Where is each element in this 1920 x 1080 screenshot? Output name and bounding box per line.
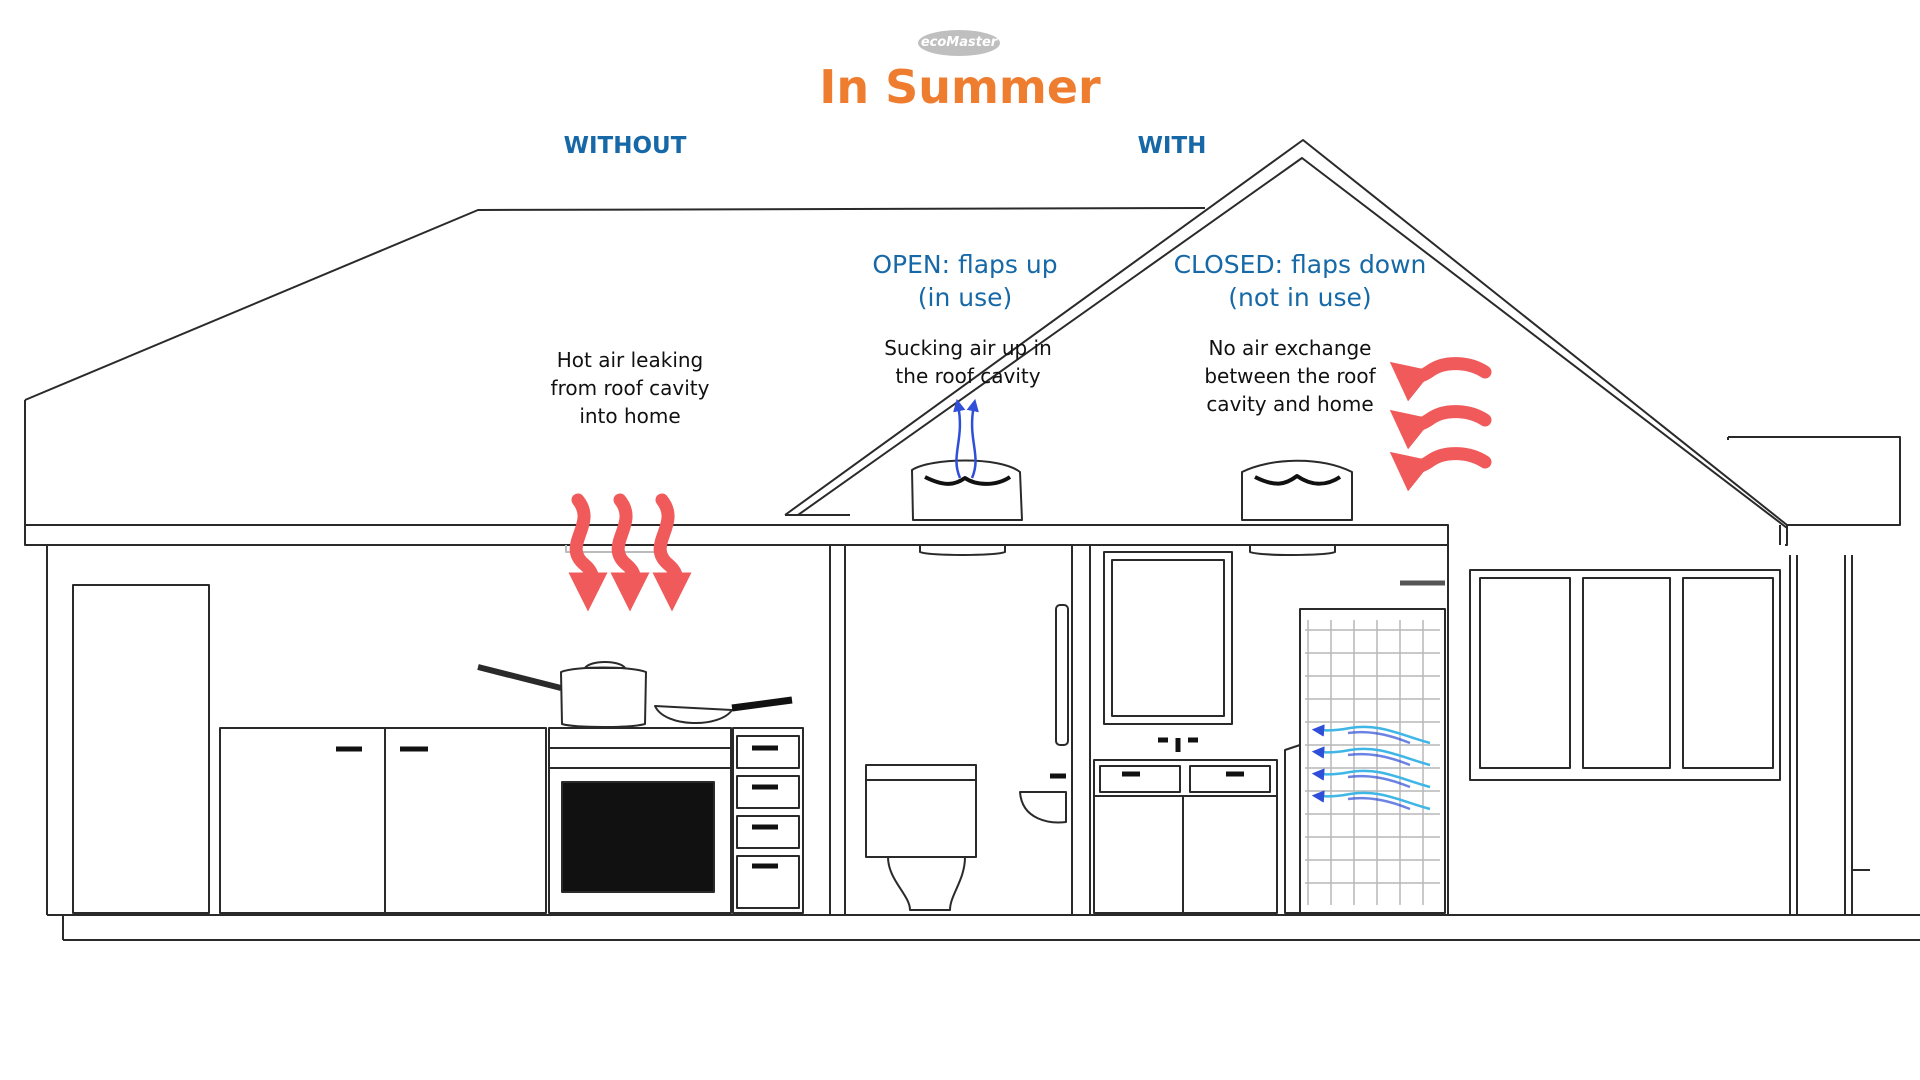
walls	[24, 524, 1920, 941]
oven	[548, 727, 732, 914]
header-with: WITH	[1137, 133, 1207, 159]
without-note-line3: into home	[579, 404, 681, 428]
towel-rail	[1055, 604, 1069, 746]
toilet-cistern	[865, 764, 977, 858]
drawers	[732, 727, 804, 914]
kitchen	[72, 584, 804, 914]
hot-air-arrows-down	[568, 493, 692, 612]
open-note: Sucking air up in the roof cavity	[858, 334, 1078, 390]
bathroom	[1093, 551, 1446, 914]
diagram-title: In Summer	[819, 60, 1101, 114]
frying-pan	[654, 705, 733, 725]
ecomaster-logo: ecoMaster	[918, 30, 1000, 56]
lower-cabinets	[219, 727, 547, 914]
mirror	[1103, 551, 1233, 725]
toilet-bowl	[887, 856, 966, 911]
closed-note-line2: between the roof	[1204, 364, 1376, 388]
without-note: Hot air leaking from roof cavity into ho…	[520, 346, 740, 430]
header-without: WITHOUT	[563, 133, 687, 159]
fan-flaps-closed	[1241, 459, 1353, 521]
gable-roof	[784, 139, 1901, 546]
air-up-arrows	[953, 398, 979, 479]
fan-flaps-open	[911, 459, 1023, 521]
vanity	[1093, 759, 1278, 914]
closed-note-line3: cavity and home	[1206, 392, 1374, 416]
open-note-line2: the roof cavity	[895, 364, 1041, 388]
without-note-line2: from roof cavity	[550, 376, 710, 400]
toilet-room	[865, 604, 1069, 911]
closed-state-label: CLOSED: flaps down (not in use)	[1165, 248, 1435, 314]
open-note-line1: Sucking air up in	[884, 336, 1052, 360]
oven-window	[561, 781, 715, 893]
cool-air-arrows	[1311, 724, 1431, 811]
fridge	[72, 584, 210, 914]
hot-air-arrows-blocked	[1389, 357, 1492, 492]
open-state-line2: (in use)	[917, 283, 1013, 312]
open-state-label: OPEN: flaps up (in use)	[835, 248, 1095, 314]
ceiling-fan-grille-left	[919, 545, 1006, 556]
closed-state-line1: CLOSED: flaps down	[1173, 250, 1427, 279]
closed-note: No air exchange between the roof cavity …	[1180, 334, 1400, 418]
window	[1469, 569, 1781, 781]
open-state-line1: OPEN: flaps up	[872, 250, 1058, 279]
hand-basin	[1019, 791, 1067, 824]
shower-tiles	[1305, 620, 1440, 905]
without-note-line1: Hot air leaking	[556, 348, 704, 372]
closed-note-line1: No air exchange	[1208, 336, 1372, 360]
ceiling-fan-grille-right	[1249, 545, 1336, 556]
cooking-pot	[560, 666, 647, 728]
closed-state-line2: (not in use)	[1228, 283, 1372, 312]
